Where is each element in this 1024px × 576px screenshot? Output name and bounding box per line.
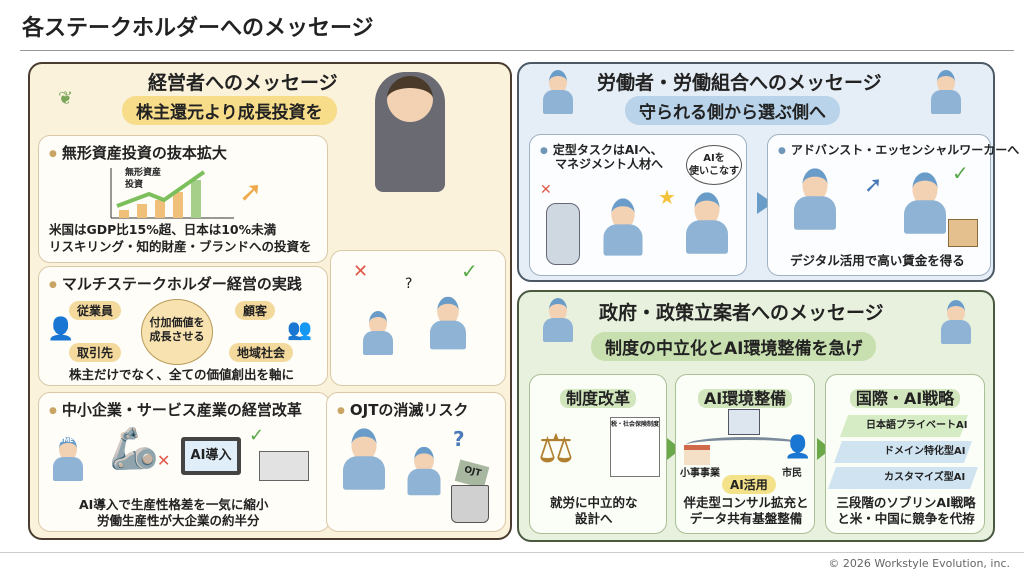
intangible-line-2: リスキリング・知的財産・ブランドへの投資を	[49, 239, 312, 254]
businessman-face-icon	[387, 76, 433, 122]
executives-panel: 経営者へのメッセージ 株主還元より成長投資を ❦ 無形資産投資の抜本拡大 無形資…	[28, 62, 512, 540]
delivery-worker-illustration	[901, 172, 949, 234]
reform-caption: 就労に中立的な 設計へ	[550, 495, 638, 527]
star-icon: ★	[658, 185, 676, 209]
ojt-illustration-box: ✕ ? ✓	[330, 250, 506, 386]
copyright: © 2026 Workstyle Evolution, inc.	[828, 557, 1010, 570]
ai-adoption-screen: AI導入	[181, 437, 241, 475]
intl-caption: 三段階のソブリンAI戦略 と米・中国に競争を代拵	[836, 495, 976, 527]
government-building-icon	[728, 409, 760, 435]
government-panel: 政府・政策立案者へのメッセージ 制度の中立化とAI環境整備を急げ 制度改革 ⚖ …	[517, 290, 995, 542]
node-community: 地域社会	[229, 343, 294, 362]
worker-left-illustration	[541, 70, 575, 114]
intangible-heading: 無形資産投資の抜本拡大	[49, 142, 227, 163]
government-subtitle: 制度の中立化とAI環境整備を急げ	[591, 332, 877, 361]
executives-title: 経営者へのメッセージ	[148, 72, 338, 94]
multistakeholder-box: マルチステークホルダー経営の実践 付加価値を 成長させる 従業員 顧客 取引先 …	[38, 266, 328, 386]
workers-panel: 労働者・労働組合へのメッセージ 守られる側から選ぶ側へ 定型タスクはAIへ、 マ…	[517, 62, 1019, 282]
up-arrow-icon: ➚	[864, 173, 883, 198]
reform-heading: 制度改革	[559, 389, 636, 408]
cross-icon: ✕	[353, 261, 369, 282]
node-employees: 従業員	[69, 301, 122, 320]
sme-badge: SME	[59, 437, 74, 444]
junior-worker-illustration	[405, 446, 442, 496]
senior-worker-illustration	[340, 428, 388, 490]
small-business-label: 小事事業	[680, 468, 720, 479]
sme-box: 中小企業・サービス産業の経営改革 SME 🦾 ✕ AI導入 ✓ AI導入で生産性…	[38, 392, 330, 532]
essential-caption: デジタル活用で高い賃金を得る	[790, 253, 965, 268]
sme-heading: 中小企業・サービス産業の経営改革	[49, 399, 302, 420]
check-icon: ✓	[461, 259, 478, 283]
workers-title: 労働者・労働組合へのメッセージ	[597, 72, 882, 94]
multistakeholder-heading: マルチステークホルダー経営の実践	[49, 273, 302, 294]
workers-subtitle: 守られる側から選ぶ側へ	[625, 96, 840, 125]
tier-1-label: 日本語プライベートAI	[866, 420, 968, 431]
worker-with-document-illustration	[601, 198, 645, 256]
worker-confused-illustration	[361, 311, 395, 355]
cross-icon: ✕	[157, 451, 171, 470]
ai-env-caption: 伴走型コンサル拡充と データ共有基盤整備	[683, 495, 809, 527]
title-divider	[20, 50, 1014, 51]
citizen-label: 市民	[782, 468, 802, 479]
executives-subtitle: 株主還元より成長投資を	[122, 96, 337, 125]
trash-can-icon	[451, 485, 489, 523]
ojt-box: OJTの消滅リスク ? OJT	[326, 392, 506, 532]
tier-2-label: ドメイン特化型AI	[884, 446, 966, 457]
footer-divider	[0, 552, 1024, 553]
shop-icon	[684, 445, 710, 465]
routine-heading-2: マネジメント人材へ	[555, 157, 664, 171]
ai-environment-box: AI環境整備 👤 小事事業 市民 AI活用 伴走型コンサル拡充と データ共有基盤…	[675, 374, 815, 534]
worker-right-illustration	[929, 70, 963, 114]
check-icon: ✓	[952, 161, 969, 185]
factory-icon	[259, 451, 309, 481]
bridge-icon	[686, 437, 806, 453]
institutional-reform-box: 制度改革 ⚖ 税・社会保険制度 就労に中立的な 設計へ	[529, 374, 667, 534]
scales-icon: ⚖	[538, 426, 574, 472]
intangible-line-1: 米国はGDP比15%超、日本は10%未満	[49, 222, 277, 237]
ojt-heading: OJTの消滅リスク	[337, 399, 469, 420]
routine-tasks-box: 定型タスクはAIへ、 マネジメント人材へ AIを 使いこなす ✕ ★	[529, 134, 747, 276]
worker-explaining-illustration	[428, 296, 469, 350]
official-with-map-illustration	[939, 300, 973, 344]
chart-label: 無形資産 投資	[125, 168, 162, 190]
government-title: 政府・政策立案者へのメッセージ	[599, 302, 884, 324]
multistakeholder-caption: 株主だけでなく、全ての価値創出を軸に	[69, 367, 295, 382]
growth-chart-icon	[110, 168, 234, 219]
page-title: 各ステークホルダーへのメッセージ	[22, 16, 374, 41]
person-icon: 👤	[47, 317, 75, 342]
essential-worker-box: アドバンスト・エッセンシャルワーカーへ ➚ ✓ デジタル活用で高い賃金を得る	[767, 134, 1019, 276]
leaf-icon: ❦	[58, 88, 74, 109]
ai-utilization-pill: AI活用	[722, 475, 776, 494]
intl-heading: 国際・AI戦略	[849, 389, 961, 408]
group-icon: 👥	[287, 317, 312, 341]
intangible-box: 無形資産投資の抜本拡大 無形資産 投資 ➚ 米国はGDP比15%超、日本は10%…	[38, 135, 328, 263]
policymaker-illustration	[541, 298, 575, 342]
worker-using-ai-illustration	[683, 192, 731, 254]
question-icon: ?	[453, 427, 465, 451]
question-icon: ?	[405, 276, 413, 292]
robot-icon	[546, 203, 580, 265]
value-added-center: 付加価値を 成長させる	[141, 299, 213, 365]
sme-line-1: AI導入で生産性格差を一気に縮小	[79, 497, 269, 512]
routine-heading-1: 定型タスクはAIへ、	[540, 141, 663, 158]
up-arrow-icon: ➚	[239, 175, 263, 208]
boxes-icon	[948, 219, 978, 247]
speech-bubble: AIを 使いこなす	[686, 145, 742, 185]
node-customers: 顧客	[235, 301, 276, 320]
tier-3-label: カスタマイズ型AI	[884, 472, 966, 483]
robot-arm-icon: 🦾	[109, 426, 159, 472]
tax-document: 税・社会保険制度	[610, 417, 660, 477]
ai-env-heading: AI環境整備	[697, 389, 793, 408]
sme-line-2: 労働生産性が大企業の約半分	[97, 513, 260, 528]
nurse-illustration	[791, 168, 839, 230]
node-suppliers: 取引先	[69, 343, 122, 362]
check-icon: ✓	[249, 425, 265, 446]
sme-worker-illustration	[51, 437, 85, 481]
cross-icon: ✕	[540, 182, 552, 198]
international-ai-box: 国際・AI戦略 日本語プライベートAI ドメイン特化型AI カスタマイズ型AI …	[825, 374, 985, 534]
essential-heading: アドバンスト・エッセンシャルワーカーへ	[778, 141, 1019, 158]
citizen-icon: 👤	[784, 435, 812, 460]
